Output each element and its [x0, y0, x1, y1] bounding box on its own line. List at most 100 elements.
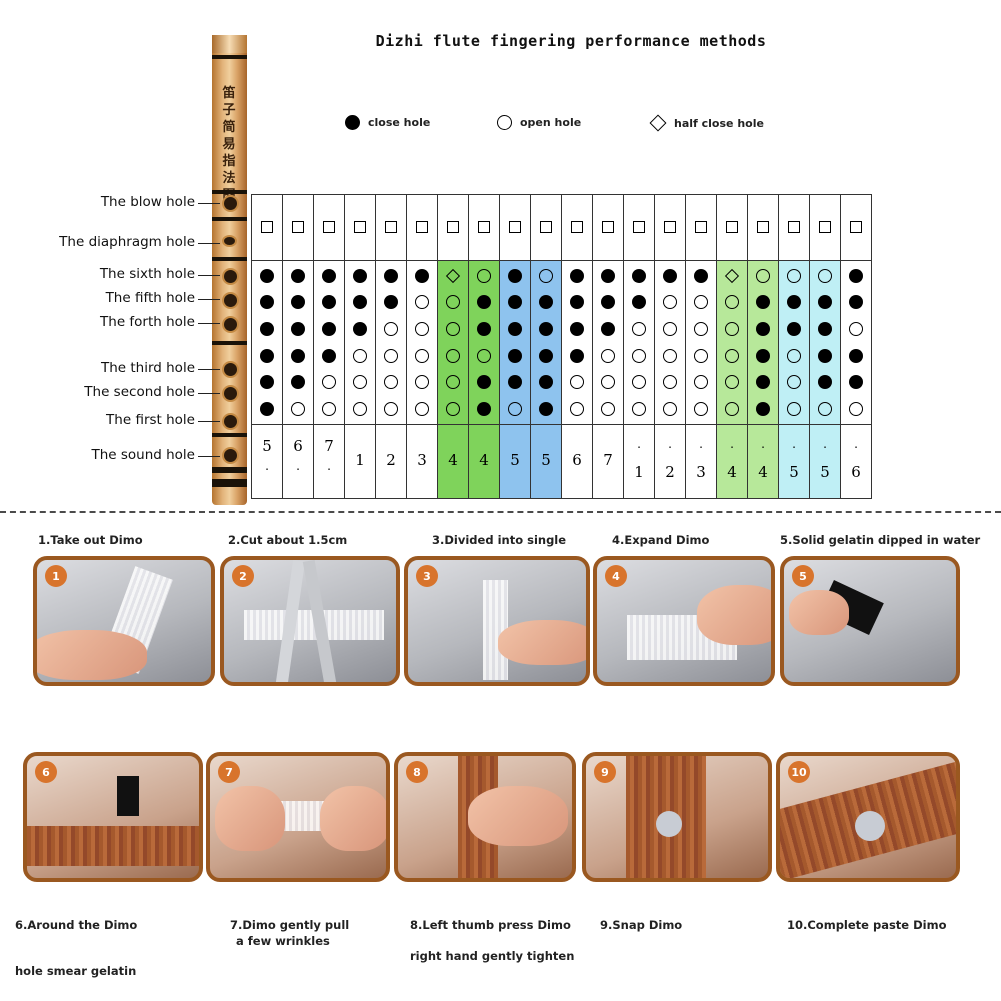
closed-hole-icon — [818, 375, 832, 390]
note-number: 5 — [789, 463, 799, 481]
blow-hole-square-icon — [261, 221, 273, 233]
open-hole-icon — [415, 402, 429, 417]
step-7-title-line2: a few wrinkles — [236, 934, 330, 948]
note-cell: 2 — [375, 424, 407, 499]
open-hole-icon — [694, 348, 708, 363]
open-hole-icon — [415, 295, 429, 310]
open-hole-icon — [384, 348, 398, 363]
closed-hole-icon — [291, 322, 305, 337]
blow-hole-row — [251, 194, 872, 261]
step-1-title: 1.Take out Dimo — [38, 533, 143, 547]
legend-open-label: open hole — [520, 116, 582, 129]
open-hole-icon — [725, 295, 739, 310]
closed-hole-icon — [663, 268, 677, 283]
finger — [320, 786, 386, 851]
note-cell: .1 — [623, 424, 655, 499]
note-cell: 4 — [468, 424, 500, 499]
step-4-title: 4.Expand Dimo — [612, 533, 710, 547]
step-number-badge: 3 — [416, 565, 438, 587]
open-hole-icon — [497, 115, 512, 130]
closed-hole-icon — [384, 295, 398, 310]
finger-holes-cell — [716, 260, 748, 425]
step-number-badge: 6 — [35, 761, 57, 783]
note-cell: .5 — [251, 424, 283, 499]
octave-dot-above: . — [792, 437, 796, 451]
step-7-photo: 7 — [206, 752, 390, 882]
open-hole-icon — [663, 402, 677, 417]
octave-dot-above: . — [854, 437, 858, 451]
blow-hole-cell — [809, 194, 841, 261]
open-hole-icon — [725, 375, 739, 390]
note-cell: 1 — [344, 424, 376, 499]
closed-hole-icon — [291, 375, 305, 390]
finger-holes-cell — [251, 260, 283, 425]
note-cell: .6 — [282, 424, 314, 499]
open-hole-icon — [663, 295, 677, 310]
flute-body — [27, 826, 199, 866]
closed-hole-icon — [539, 402, 553, 417]
open-hole-icon — [322, 375, 336, 390]
open-hole-icon — [725, 402, 739, 417]
finger — [468, 786, 568, 846]
open-hole-icon — [849, 402, 863, 417]
open-hole-icon — [508, 402, 522, 417]
note-cell: 7 — [592, 424, 624, 499]
octave-dot-above: . — [699, 437, 703, 451]
open-hole-icon — [477, 268, 491, 283]
dimo-membrane-icon — [855, 811, 885, 841]
step-3-photo: 3 — [404, 556, 590, 686]
step-3-title: 3.Divided into single — [432, 533, 567, 547]
step-8-photo: 8 — [394, 752, 576, 882]
step-number-badge: 8 — [406, 761, 428, 783]
label-blow-hole: The blow hole — [100, 194, 195, 210]
blow-hole-cell — [654, 194, 686, 261]
finger-holes-cell — [437, 260, 469, 425]
step-number-badge: 7 — [218, 761, 240, 783]
open-hole-icon — [477, 348, 491, 363]
open-hole-icon — [322, 402, 336, 417]
closed-hole-icon — [570, 268, 584, 283]
blow-hole-square-icon — [509, 221, 521, 233]
closed-hole-icon — [849, 348, 863, 363]
step-number-badge: 2 — [232, 565, 254, 587]
finger-holes-cell — [685, 260, 717, 425]
leader-line — [198, 456, 220, 457]
legend-half-label: half close hole — [674, 116, 764, 130]
blow-hole-square-icon — [850, 221, 862, 233]
open-hole-icon — [787, 402, 801, 417]
blow-hole-square-icon — [664, 221, 676, 233]
step-number-badge: 10 — [788, 761, 810, 783]
open-hole-icon — [415, 322, 429, 337]
finger-hole-icon — [222, 385, 239, 402]
flute-inscription: 笛子简易指法图 — [222, 86, 236, 203]
open-hole-icon — [446, 295, 460, 310]
closed-hole-icon — [291, 268, 305, 283]
open-hole-icon — [756, 268, 770, 283]
open-hole-icon — [601, 348, 615, 363]
open-hole-icon — [570, 375, 584, 390]
finger-holes-cell — [406, 260, 438, 425]
blow-hole-cell — [437, 194, 469, 261]
blow-hole-cell — [530, 194, 562, 261]
note-number: 7 — [603, 451, 613, 469]
note-number: 3 — [417, 451, 427, 469]
closed-hole-icon — [322, 295, 336, 310]
step-6-photo: 6 — [23, 752, 203, 882]
blow-hole-square-icon — [633, 221, 645, 233]
note-cell: 6 — [561, 424, 593, 499]
closed-hole-icon — [570, 322, 584, 337]
blow-hole-square-icon — [292, 221, 304, 233]
open-hole-icon — [632, 322, 646, 337]
blow-hole-square-icon — [571, 221, 583, 233]
finger-holes-row — [251, 260, 872, 425]
note-number: 6 — [851, 463, 861, 481]
open-hole-icon — [632, 375, 646, 390]
leader-line — [198, 275, 220, 276]
closed-hole-icon — [694, 268, 708, 283]
open-hole-icon — [787, 375, 801, 390]
step-8-title: 8.Left thumb press Dimo — [410, 918, 571, 932]
step-2-title: 2.Cut about 1.5cm — [228, 533, 348, 547]
half-hole-icon — [445, 268, 461, 283]
closed-hole-icon — [477, 375, 491, 390]
